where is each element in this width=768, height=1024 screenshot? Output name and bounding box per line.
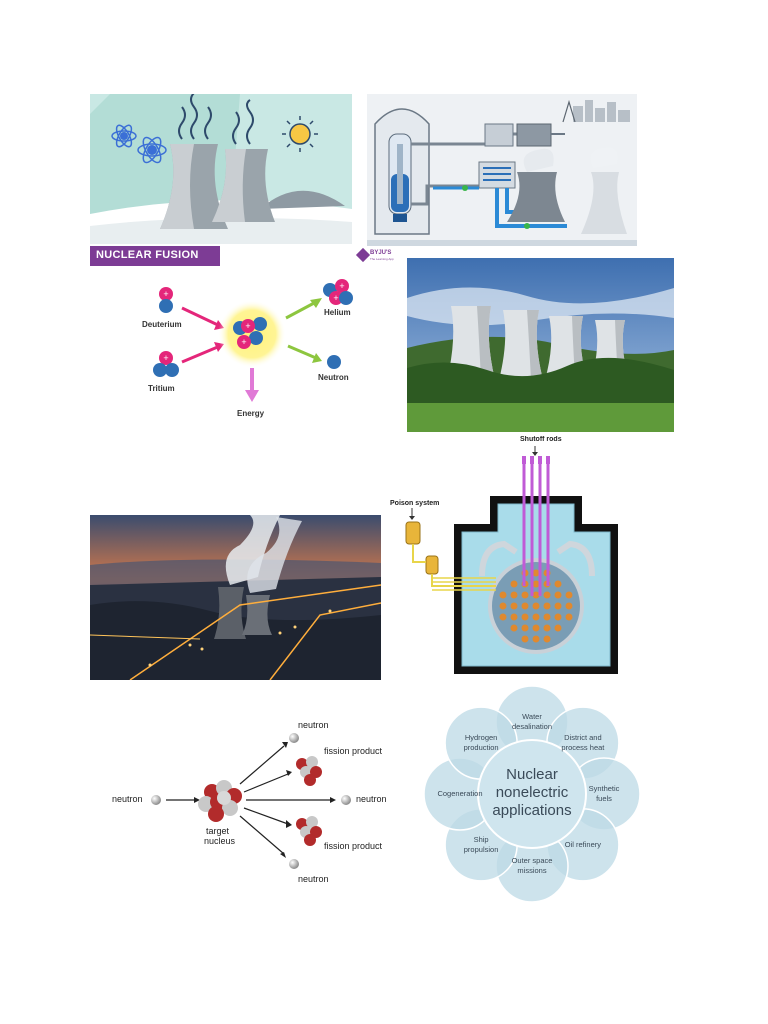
nuclear-fission-diagram: neutron neutron fission product neutron … [108, 712, 398, 892]
petal-label-line1: District and [564, 733, 602, 743]
neutron-bottom-label: neutron [298, 874, 329, 884]
fuel-pellet [532, 591, 540, 599]
neutron-top-label: neutron [298, 720, 329, 730]
fission-product-top-label: fission product [324, 746, 383, 756]
center-line3: applications [492, 802, 572, 819]
target-nucleus-label-line2: nucleus [204, 836, 236, 846]
target-nucleus-label-line1: target [206, 826, 230, 836]
tritium-nucleus: + [153, 351, 179, 377]
fuel-pellet [532, 580, 540, 588]
fuel-pellet [521, 591, 529, 599]
center-line2: nonelectric [495, 784, 569, 801]
petal-label-line2: desalination [511, 722, 553, 731]
fusion-banner: NUCLEAR FUSION [90, 246, 220, 266]
cooling-towers-photo [407, 258, 674, 432]
fuel-pellet [521, 613, 529, 621]
petal-label-line1: Water [522, 712, 542, 721]
svg-text:+: + [241, 337, 246, 347]
fuel-pellet [565, 602, 573, 610]
fuel-pellet [510, 624, 518, 632]
petal-label-line2: propulsion [463, 844, 499, 854]
petal-label: Oil refinery [548, 840, 618, 850]
fuel-pellet [499, 613, 507, 621]
fuel-pellet [532, 635, 540, 643]
svg-text:+: + [333, 293, 338, 303]
atom-icon [137, 136, 167, 164]
center-line1: Nuclear [506, 766, 558, 783]
shutoff-rods-label: Shutoff rods [520, 436, 562, 443]
fuel-pellet [543, 602, 551, 610]
fuel-pellet [543, 624, 551, 632]
fuel-pellet [565, 613, 573, 621]
deuterium-label: Deuterium [142, 320, 182, 329]
fuel-pellet [565, 591, 573, 599]
fuel-pellet [554, 580, 562, 588]
petal-label-line2: missions [517, 866, 547, 875]
fuel-pellet [510, 602, 518, 610]
fuel-pellet [532, 569, 540, 577]
petal-label-line1: Oil refinery [564, 839, 602, 849]
fuel-pellet [543, 635, 551, 643]
fuel-pellet [510, 613, 518, 621]
byjus-logo-text: BYJU'S [370, 250, 392, 256]
tritium-label: Tritium [148, 384, 175, 393]
fuel-pellet [532, 602, 540, 610]
poison-system-label: Poison system [390, 500, 440, 507]
fuel-pellet [521, 624, 529, 632]
petal-label-line2: process heat [561, 743, 605, 753]
fuel-pellet [543, 591, 551, 599]
fuel-pellet [521, 635, 529, 643]
petal-label-line2: production [463, 743, 499, 753]
fuel-pellet [554, 602, 562, 610]
target-nucleus [198, 780, 242, 822]
fission-product-bottom-label: fission product [324, 841, 383, 851]
center-circle [477, 739, 587, 849]
fuel-pellet [554, 591, 562, 599]
deuterium-nucleus: + [159, 287, 173, 313]
petal-label-line1: Cogeneration [437, 789, 483, 798]
petal-label-line1: Outer space [511, 856, 553, 865]
cooling-towers-illustration [90, 94, 352, 244]
power-plant-schematic [367, 94, 637, 246]
fuel-pellet [532, 624, 540, 632]
fuel-pellet [554, 613, 562, 621]
petal-label-line2: fuels [596, 794, 612, 803]
neutron-label: Neutron [318, 373, 349, 382]
byjus-logo-tagline: The Learning App [370, 257, 394, 261]
fuel-pellet [532, 613, 540, 621]
fuel-pellet [521, 602, 529, 610]
fuel-pellet [510, 591, 518, 599]
nuclear-fusion-diagram: NUCLEAR FUSION BYJU'S The Learning App +… [90, 246, 394, 426]
reactor-core-diagram: Shutoff rods Poison system [386, 436, 678, 678]
night-aerial-plant-photo [90, 515, 381, 680]
fuel-pellet [499, 591, 507, 599]
fuel-pellet [510, 580, 518, 588]
fuel-pellet [499, 602, 507, 610]
byjus-logo: BYJU'S The Learning App [355, 247, 394, 266]
petal-label-line1: Hydrogen [464, 733, 498, 743]
helium-label: Helium [324, 308, 351, 317]
fuel-pellet [543, 613, 551, 621]
fuel-pellet [554, 624, 562, 632]
neutron-mid-label: neutron [356, 794, 387, 804]
fusion-banner-title: NUCLEAR FUSION [96, 249, 199, 261]
sun-icon [282, 116, 318, 152]
petal-label-line1: Ship [473, 834, 489, 844]
svg-text:+: + [245, 321, 250, 331]
neutron-in-label: neutron [112, 794, 143, 804]
svg-text:+: + [163, 289, 168, 299]
energy-label: Energy [237, 409, 265, 418]
petal-label: Cogeneration [425, 789, 495, 799]
atom-icon [111, 124, 137, 148]
petal-label-line1: Synthetic [588, 784, 620, 793]
svg-text:+: + [339, 281, 344, 291]
svg-text:+: + [163, 353, 168, 363]
